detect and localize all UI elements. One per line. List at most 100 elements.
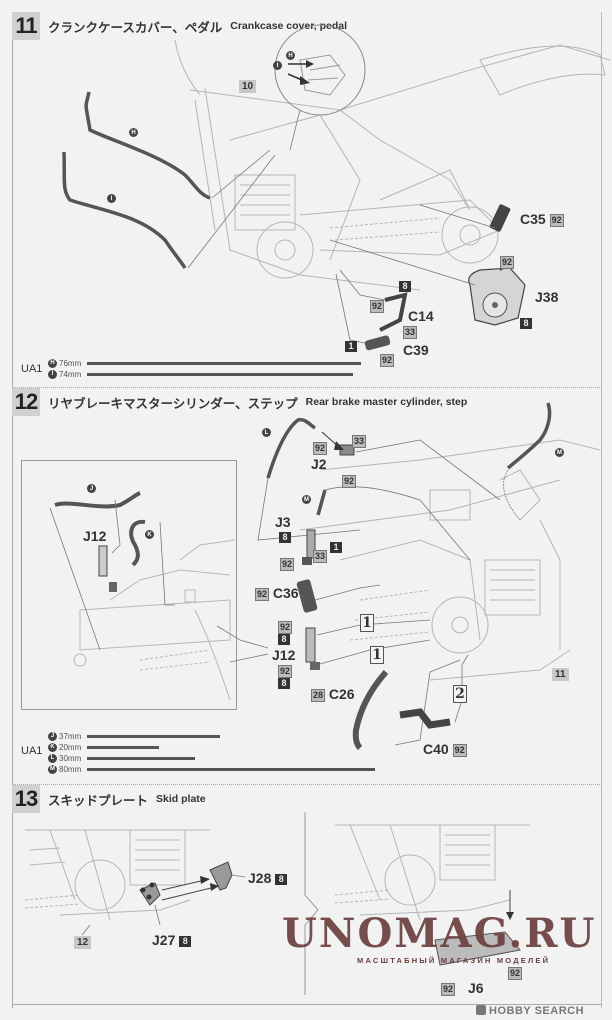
paint-badge-j3: 8 — [279, 532, 291, 543]
paint-badge-j12-1: 92 — [278, 621, 293, 634]
tube-mark-m: M — [302, 495, 311, 504]
part-j12-main-drawing — [305, 627, 320, 670]
step-11: 11 クランクケースカバー、ペダル Crankcase cover, pedal — [12, 12, 602, 382]
paint-badge-j3-bottom: 33 — [313, 550, 328, 563]
step-title-en: Skid plate — [156, 793, 206, 805]
step-11-header: 11 クランクケースカバー、ペダル Crankcase cover, pedal — [12, 12, 347, 40]
page-frame-bottom — [12, 1004, 602, 1005]
paint-badge: 92 — [255, 587, 270, 601]
tube-mark-icon: J — [48, 731, 57, 741]
paint-badge-j6-right: 92 — [508, 967, 523, 980]
tube-length-j: J 37mm — [48, 731, 221, 741]
tube-length-bar — [87, 361, 361, 365]
tube-length-m: M 80mm — [48, 764, 375, 774]
arrow-i — [287, 73, 303, 81]
inset-label-j12: J12 — [83, 528, 107, 544]
paint-badge: 8 — [275, 873, 288, 885]
paint-badge-j3-left: 92 — [280, 558, 295, 571]
callout-c39: C39 — [403, 342, 429, 358]
part-c35-drawing — [489, 204, 511, 232]
step-13: 13 スキッドプレート Skid plate — [12, 785, 602, 1005]
step-divider — [12, 784, 602, 785]
tube-mark-h-on-tube: H — [129, 128, 138, 137]
paint-badge-j2-top: 33 — [352, 435, 367, 448]
step-11-illustration — [62, 24, 611, 351]
tube-length-bar — [87, 745, 159, 749]
step-title-en: Rear brake master cylinder, step — [305, 396, 468, 408]
callout-j2: J2 — [311, 456, 327, 472]
ua-label-12: UA1 — [21, 745, 43, 757]
hobby-search-text: HOBBY SEARCH — [489, 1005, 585, 1017]
tube-length-bar — [87, 372, 354, 376]
part-c26-drawing — [352, 670, 389, 751]
part-label: C35 — [520, 211, 546, 227]
part-j2-drawing — [321, 431, 355, 456]
tube-mark-i: I — [273, 61, 282, 70]
callout-j27: J27 8 — [152, 932, 192, 948]
tube-length-text: 74mm — [59, 369, 82, 379]
paint-badge-j12-4: 8 — [278, 678, 290, 689]
tube-length-text: 80mm — [59, 764, 82, 774]
paint-badge-c39-bottom: 92 — [380, 354, 395, 367]
callout-j12: J12 — [272, 647, 296, 663]
tube-l — [266, 417, 316, 479]
ua-label-11: UA1 — [21, 363, 43, 375]
paint-badge-j6-left: 92 — [441, 983, 456, 996]
part-label: C36 — [272, 585, 299, 601]
paint-badge-c14-left: 92 — [370, 300, 385, 313]
part-c14-drawing — [379, 292, 408, 332]
part-j3-drawing — [302, 529, 316, 565]
tube-mark-j: J — [87, 484, 96, 493]
paint-badge-c14-top: 8 — [399, 281, 411, 292]
tube-h — [84, 91, 211, 200]
tube-length-text: 76mm — [59, 358, 82, 368]
ref-step-10-badge: 10 — [239, 80, 257, 93]
tube-length-bar — [87, 734, 221, 738]
paint-badge-j12-2: 8 — [278, 634, 290, 645]
tube-mark-l: L — [262, 428, 271, 437]
tube-mark-k: K — [145, 530, 154, 539]
paint-badge-j12-3: 92 — [278, 665, 293, 678]
hobby-search-logo: HOBBY SEARCH — [476, 1005, 584, 1018]
part-j38-drawing — [468, 261, 526, 326]
step-divider — [12, 387, 602, 388]
step-number: 13 — [12, 785, 40, 813]
inset-detail-box — [21, 460, 237, 710]
watermark-title: UNOMAG.RU — [282, 910, 597, 957]
paint-badge-c39-left: 1 — [345, 341, 357, 352]
tube-m — [506, 402, 552, 470]
step-13-header: 13 スキッドプレート Skid plate — [12, 785, 206, 813]
part-label: J27 — [152, 932, 176, 948]
paint-badge: 28 — [311, 688, 326, 702]
paint-badge-j38-top: 92 — [500, 256, 515, 269]
part-label: J28 — [248, 870, 272, 886]
callout-c35: C35 92 — [520, 211, 564, 227]
callout-c26: 28 C26 — [311, 686, 355, 702]
callout-c14: C14 — [408, 308, 434, 324]
tube-length-bar — [87, 756, 195, 760]
tube-k — [129, 519, 146, 567]
part-label: C40 — [423, 741, 449, 757]
part-c40-drawing — [399, 708, 451, 729]
step-title-en: Crankcase cover, pedal — [230, 20, 348, 32]
step-title-jp: クランクケースカバー、ペダル — [48, 19, 223, 35]
part-j27-drawing — [139, 882, 161, 906]
tube-mark-icon: M — [48, 764, 57, 774]
tube-length-k: K 20mm — [48, 742, 159, 752]
part-c36-drawing — [296, 579, 318, 613]
step-title-jp: スキッドプレート — [48, 792, 149, 808]
tube-i — [62, 151, 187, 269]
part-j28-drawing — [209, 861, 233, 891]
part-label: C26 — [328, 686, 355, 702]
ref-step-12-badge: 12 — [74, 936, 92, 949]
part-c39-drawing — [364, 335, 391, 351]
tube-length-text: 20mm — [59, 742, 82, 752]
watermark-subtitle: МАСШТАБНЫЙ МАГАЗИН МОДЕЛЕЙ — [357, 956, 551, 965]
callout-c36: 92 C36 — [255, 585, 299, 601]
part-j12-inset-drawing — [98, 545, 117, 592]
tube-length-text: 37mm — [59, 731, 82, 741]
paint-badge-c14-bottom: 33 — [403, 326, 418, 339]
step-number: 12 — [12, 388, 40, 416]
step-12-header: 12 リヤブレーキマスターシリンダー、ステップ Rear brake maste… — [12, 388, 467, 416]
